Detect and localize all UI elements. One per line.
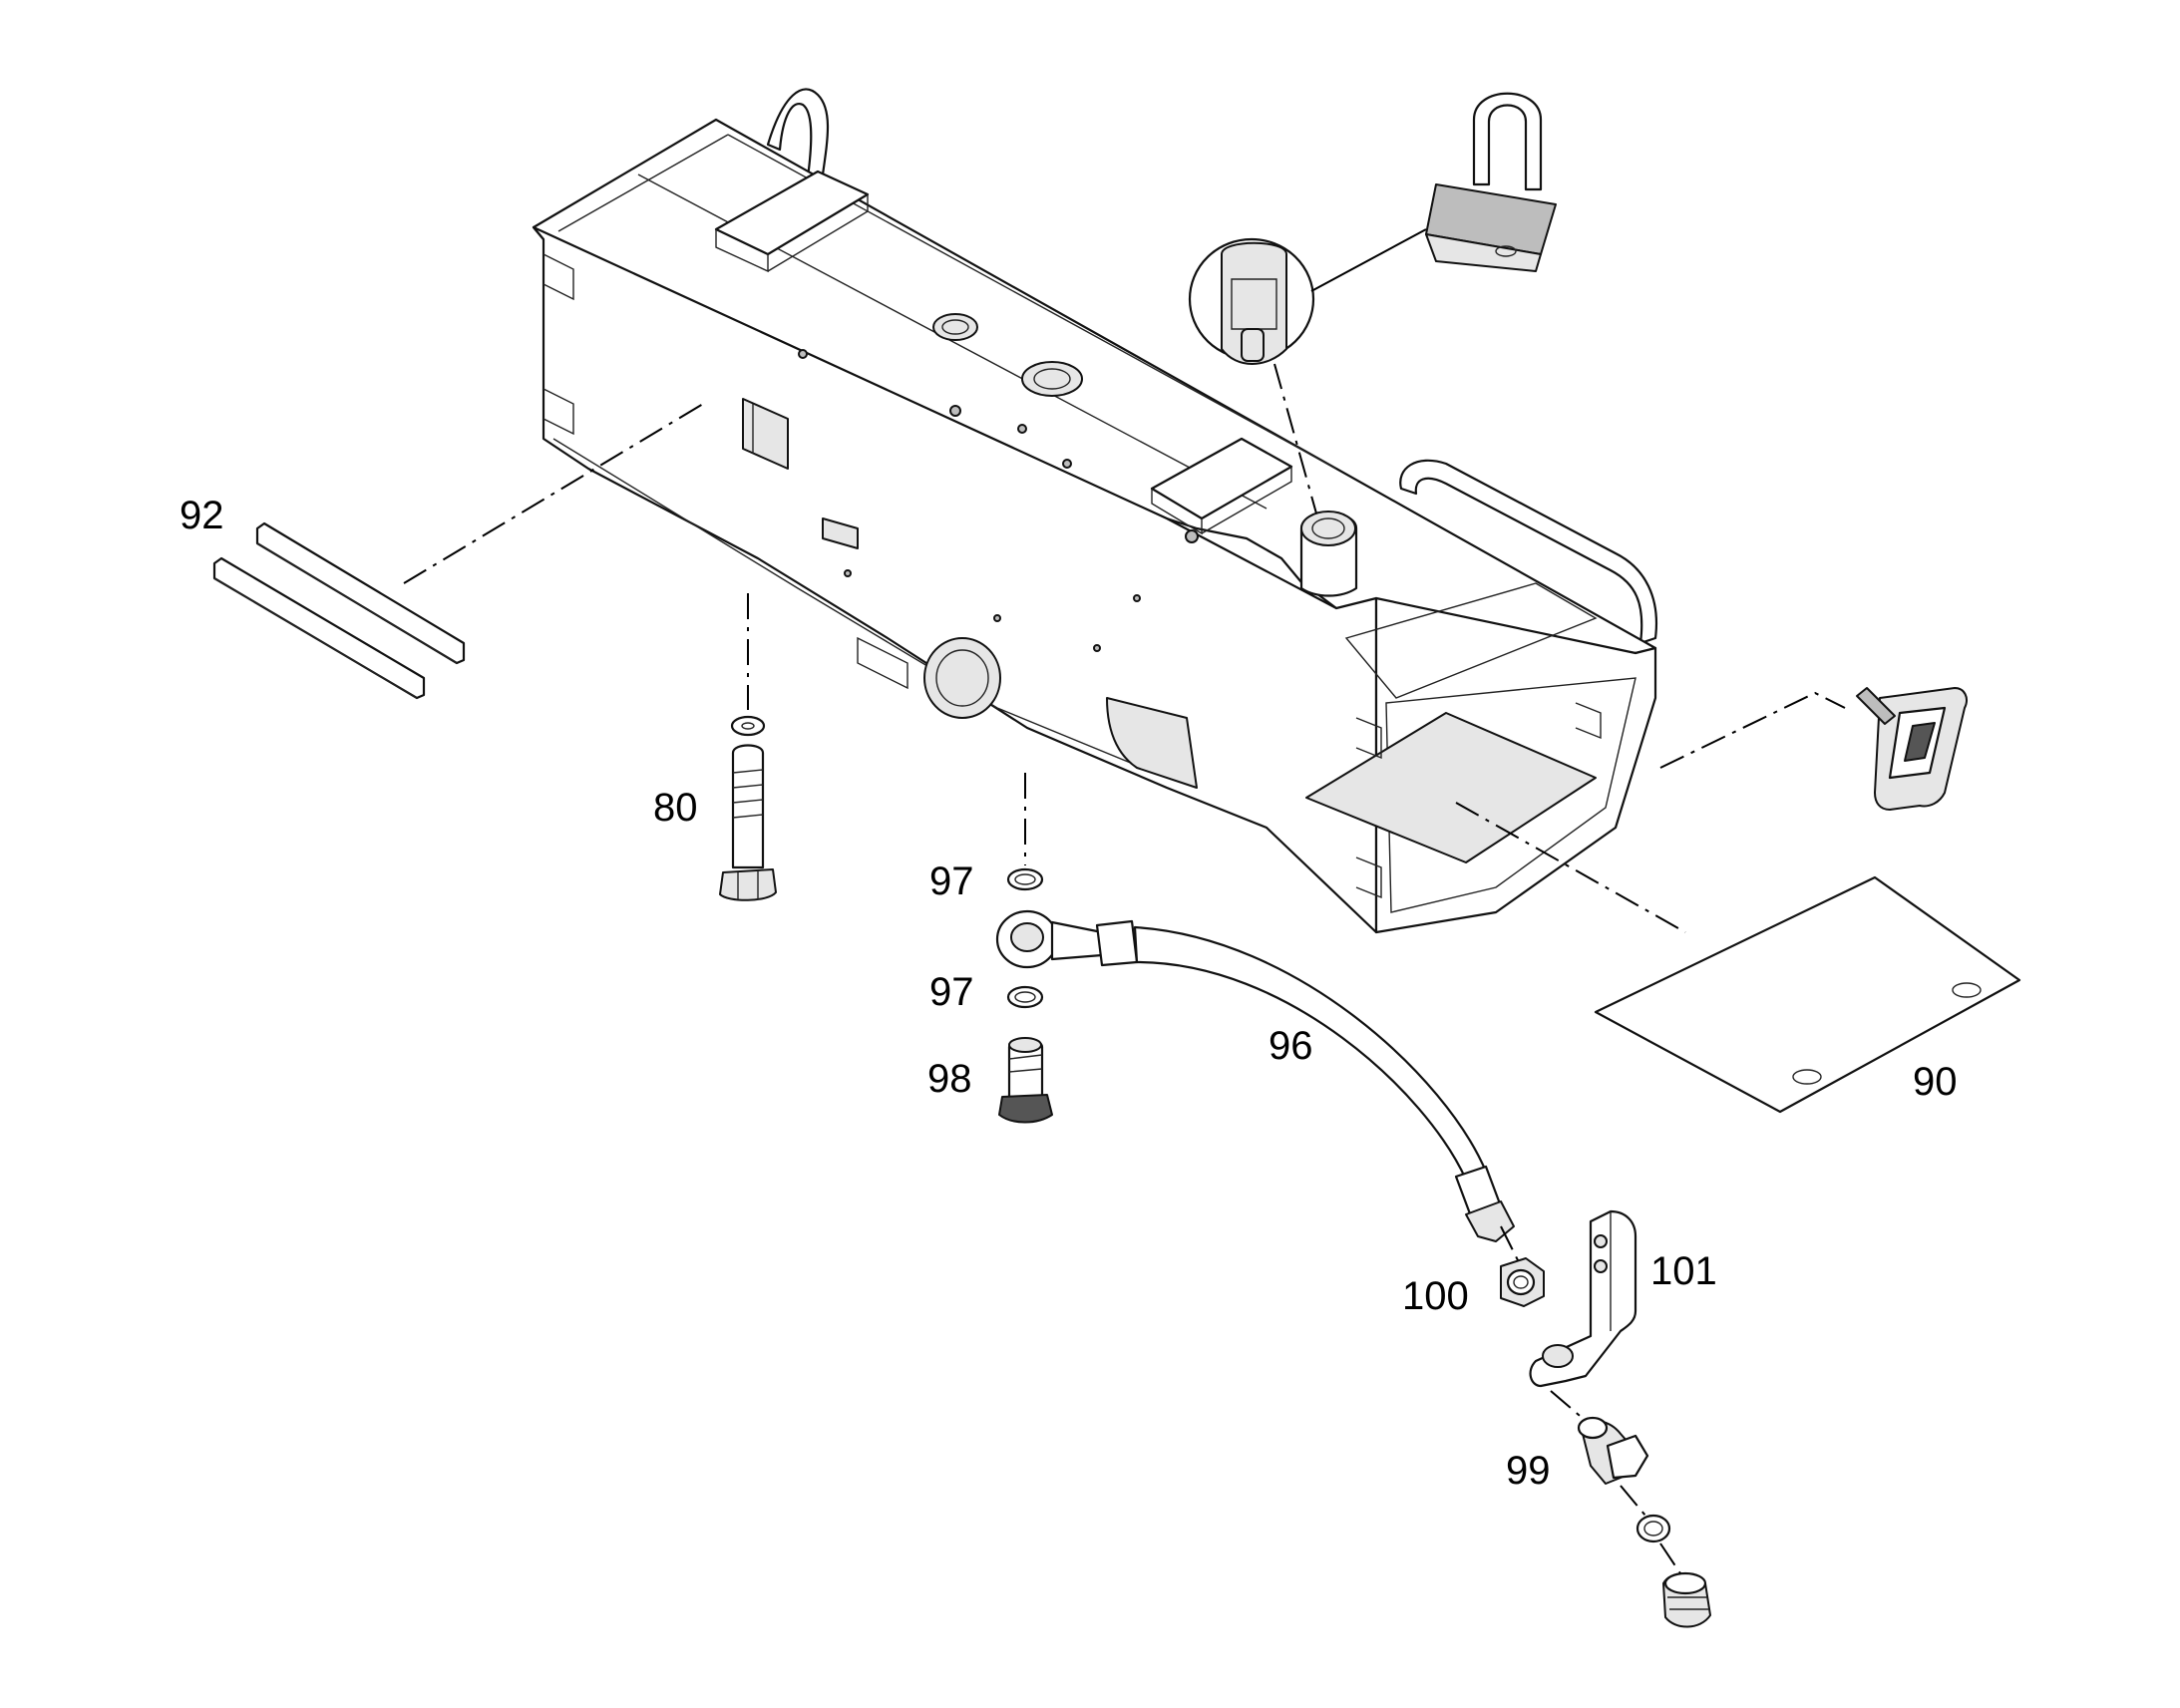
- fuel-cap-icon: [1188, 237, 1315, 365]
- washer-lower: [1635, 1514, 1671, 1543]
- padlock-icon: [1425, 92, 1557, 272]
- part-99-fitting: [1577, 1416, 1649, 1485]
- callout-98: 98: [927, 1057, 972, 1101]
- callout-92: 92: [180, 494, 224, 537]
- callout-101: 101: [1650, 1249, 1717, 1293]
- callout-97-bottom: 97: [929, 970, 974, 1014]
- part-96-hose: [995, 909, 1515, 1242]
- leader-lines: [403, 228, 1846, 1574]
- callout-80: 80: [653, 786, 698, 830]
- callout-100: 100: [1402, 1274, 1469, 1318]
- callout-99: 99: [1506, 1449, 1551, 1493]
- callout-90: 90: [1913, 1060, 1958, 1104]
- part-100-nut: [1500, 1257, 1545, 1307]
- part-92-strips: [212, 521, 466, 700]
- part-101-bracket: [1529, 1209, 1637, 1388]
- callout-96: 96: [1269, 1024, 1313, 1068]
- part-97-washer-bottom: [1006, 985, 1044, 1009]
- callout-97-top: 97: [929, 859, 974, 903]
- part-98-banjo-bolt: [998, 1037, 1053, 1124]
- rocker-switch-icon: [1856, 687, 1968, 811]
- drain-plug: [1662, 1571, 1711, 1628]
- part-90-plate: [1594, 875, 2021, 1114]
- tank-body: [532, 88, 1657, 934]
- part-97-washer-top: [1006, 867, 1044, 891]
- part-80-bolt: [719, 715, 777, 901]
